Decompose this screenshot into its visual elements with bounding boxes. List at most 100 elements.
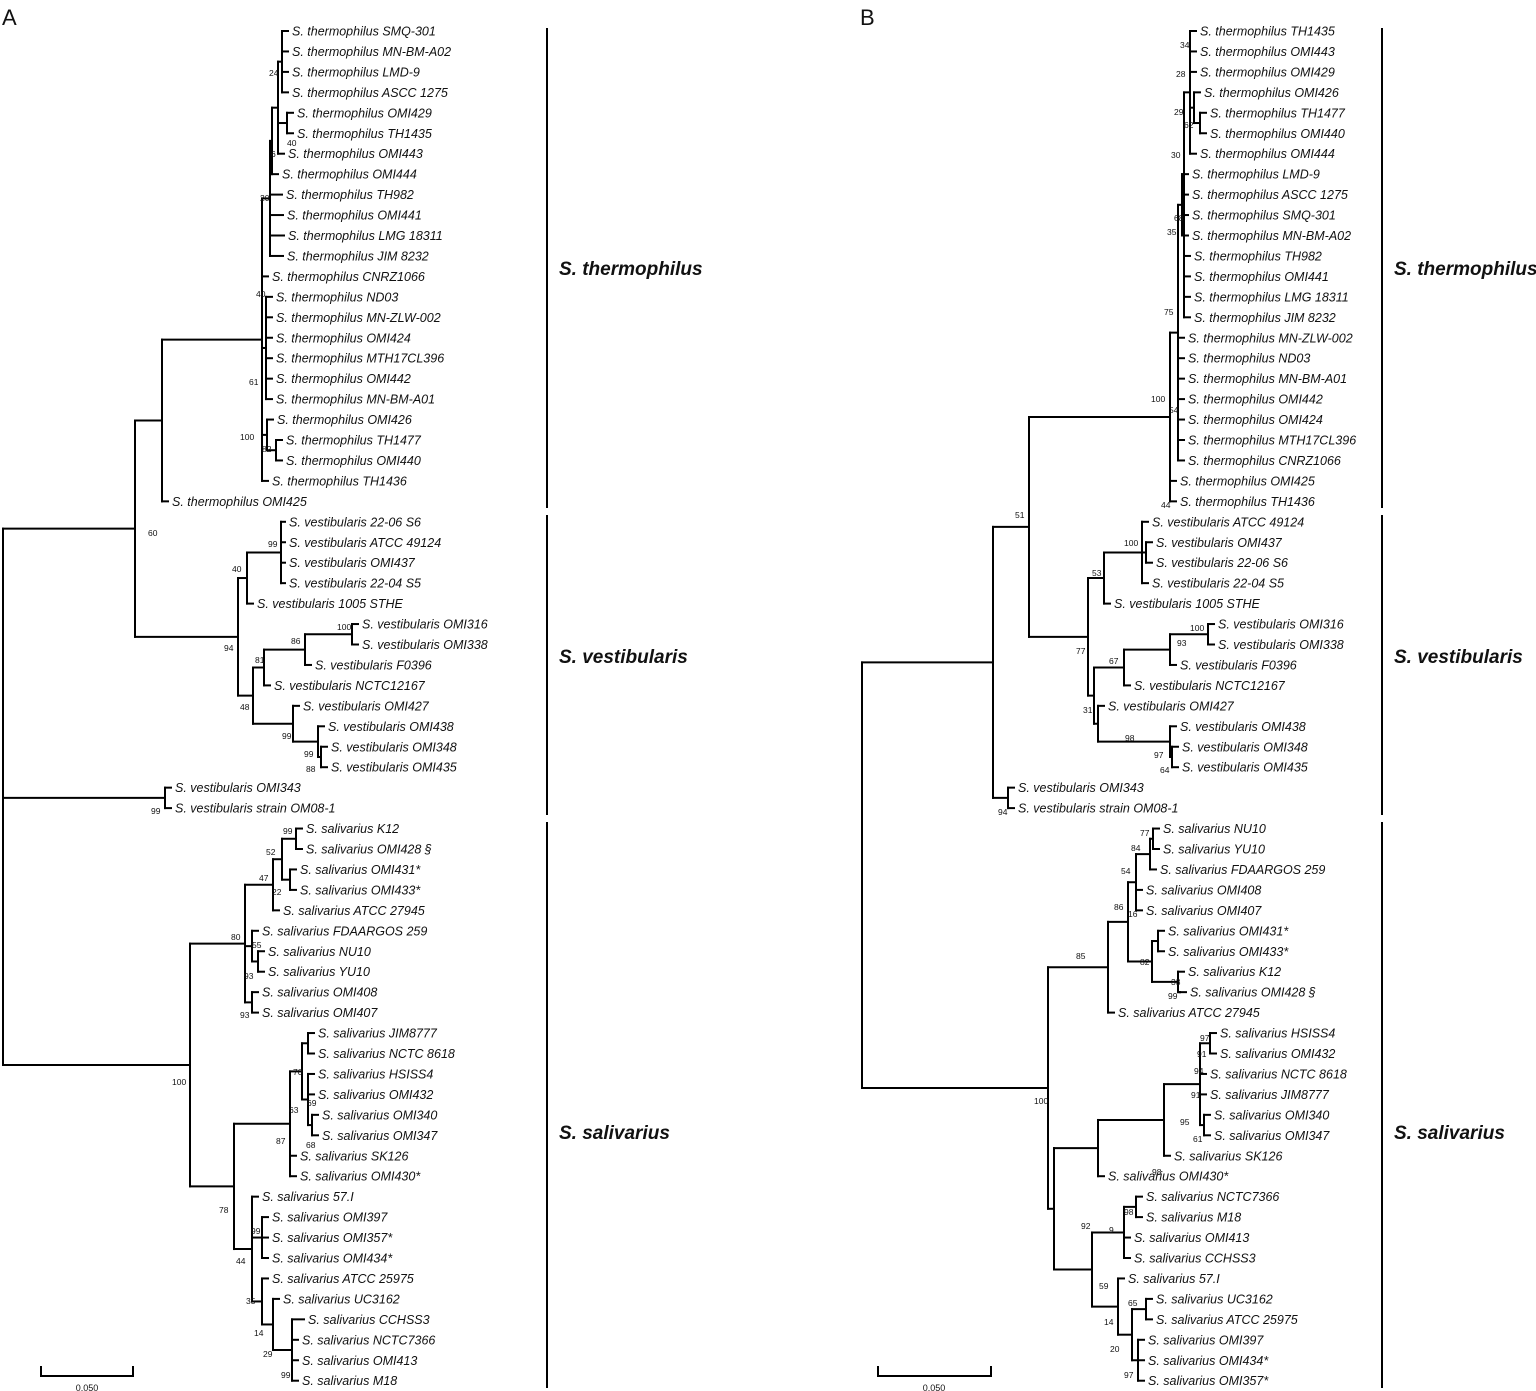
- leaf-label: S. salivarius CCHSS3: [308, 1313, 430, 1327]
- bootstrap-value: 9: [1109, 1225, 1114, 1235]
- leaf-label: S. vestibularis 1005 STHE: [257, 597, 404, 611]
- leaf-label: S. salivarius NCTC7366: [1146, 1190, 1279, 1204]
- leaf-label: S. thermophilus OMI440: [1210, 127, 1345, 141]
- bootstrap-value: 88: [306, 764, 316, 774]
- leaf-label: S. salivarius OMI434*: [1148, 1354, 1269, 1368]
- leaf-label: S. salivarius OMI432: [318, 1088, 433, 1102]
- panel-b-bootstrap-values: 3428296230683575100544451100539310067773…: [998, 40, 1210, 1380]
- leaf-label: S. salivarius K12: [306, 822, 399, 836]
- bootstrap-value: 80: [231, 932, 241, 942]
- leaf-label: S. vestibularis OMI427: [303, 699, 430, 713]
- bootstrap-value: 14: [1104, 1317, 1114, 1327]
- leaf-label: S. thermophilus OMI424: [276, 331, 411, 345]
- bootstrap-value: 98: [1152, 1167, 1162, 1177]
- bootstrap-value: 77: [1140, 828, 1150, 838]
- leaf-label: S. thermophilus TH1435: [1200, 25, 1335, 39]
- bootstrap-value: 65: [1128, 1298, 1138, 1308]
- leaf-label: S. thermophilus OMI429: [297, 106, 432, 120]
- bootstrap-value: 99: [282, 731, 292, 741]
- leaf-label: S. vestibularis OMI338: [1218, 638, 1344, 652]
- bootstrap-value: 84: [1131, 843, 1141, 853]
- leaf-label: S. thermophilus LMG 18311: [1194, 290, 1349, 304]
- leaf-label: S. vestibularis OMI343: [175, 781, 301, 795]
- leaf-label: S. salivarius OMI430*: [300, 1170, 421, 1184]
- bootstrap-value: 81: [255, 655, 265, 665]
- panel-b-scale-bar: 0.050: [877, 1366, 992, 1391]
- leaf-label: S. salivarius YU10: [268, 965, 370, 979]
- leaf-label: S. salivarius OMI397: [272, 1211, 388, 1225]
- panel-a-label: A: [2, 5, 17, 30]
- bootstrap-value: 93: [240, 1010, 250, 1020]
- bootstrap-value: 93: [1177, 638, 1187, 648]
- bootstrap-value: 48: [240, 702, 250, 712]
- leaf-label: S. salivarius M18: [302, 1374, 397, 1388]
- leaf-label: S. vestibularis ATCC 49124: [1152, 515, 1304, 529]
- panel-a-branches: [2, 30, 359, 1382]
- panel-a-clade-annotations: S. thermophilus S. vestibularis S. saliv…: [546, 28, 703, 1388]
- panel-b-branches: [861, 30, 1217, 1382]
- bootstrap-value: 87: [276, 1136, 286, 1146]
- bootstrap-value: 40: [256, 289, 266, 299]
- bootstrap-value: 16: [1128, 909, 1138, 919]
- bootstrap-value: 94: [998, 807, 1008, 817]
- bootstrap-value: 6: [271, 149, 276, 159]
- bootstrap-value: 70: [293, 1067, 303, 1077]
- bootstrap-value: 68: [1174, 213, 1184, 223]
- leaf-label: S. thermophilus TH1436: [1180, 495, 1315, 509]
- leaf-label: S. salivarius OMI357*: [272, 1231, 393, 1245]
- bootstrap-value: 51: [1015, 510, 1025, 520]
- leaf-label: S. salivarius 57.I: [262, 1190, 354, 1204]
- leaf-label: S. salivarius JIM8777: [1210, 1088, 1330, 1102]
- bootstrap-value: 100: [172, 1077, 186, 1087]
- leaf-label: S. salivarius OMI413: [302, 1354, 417, 1368]
- bootstrap-value: 67: [1109, 656, 1119, 666]
- leaf-label: S. vestibularis ATCC 49124: [289, 536, 441, 550]
- bootstrap-value: 75: [1164, 307, 1174, 317]
- leaf-label: S. thermophilus OMI424: [1188, 413, 1323, 427]
- leaf-label: S. vestibularis OMI438: [1180, 720, 1306, 734]
- bootstrap-value: 100: [337, 622, 351, 632]
- leaf-label: S. thermophilus OMI442: [276, 372, 411, 386]
- bootstrap-value: 29: [1174, 107, 1184, 117]
- bootstrap-value: 63: [289, 1105, 299, 1115]
- leaf-label: S. salivarius OMI428 §: [1190, 986, 1316, 1000]
- leaf-label: S. salivarius ATCC 27945: [283, 904, 425, 918]
- leaf-label: S. thermophilus OMI425: [172, 495, 307, 509]
- bootstrap-value: 62: [1184, 120, 1194, 130]
- bootstrap-value: 34: [1180, 40, 1190, 50]
- bootstrap-value: 85: [1076, 951, 1086, 961]
- leaf-label: S. thermophilus MTH17CL396: [276, 352, 444, 366]
- bootstrap-value: 93: [244, 971, 254, 981]
- leaf-label: S. thermophilus LMD-9: [1192, 168, 1320, 182]
- leaf-label: S. salivarius ATCC 25975: [272, 1272, 414, 1286]
- bootstrap-value: 68: [306, 1140, 316, 1150]
- leaf-label: S. thermophilus LMD-9: [292, 65, 420, 79]
- panel-b-clade-annotations: S. thermophilus S. vestibularis S. saliv…: [1381, 28, 1536, 1388]
- leaf-label: S. thermophilus OMI443: [288, 147, 423, 161]
- leaf-label: S. salivarius FDAARGOS 259: [1160, 863, 1325, 877]
- bootstrap-value: 99: [268, 539, 278, 549]
- bootstrap-value: 54: [1169, 405, 1179, 415]
- leaf-label: S. thermophilus JIM 8232: [287, 249, 429, 263]
- bootstrap-value: 52: [266, 847, 276, 857]
- bootstrap-value: 99: [151, 806, 161, 816]
- leaf-label: S. salivarius OMI428 §: [306, 843, 432, 857]
- bootstrap-value: 30: [1171, 150, 1181, 160]
- bootstrap-value: 86: [1114, 902, 1124, 912]
- leaf-label: S. salivarius M18: [1146, 1211, 1241, 1225]
- leaf-label: S. salivarius OMI347: [322, 1129, 438, 1143]
- bootstrap-value: 100: [1124, 538, 1138, 548]
- bootstrap-value: 86: [291, 636, 301, 646]
- leaf-label: S. thermophilus OMI426: [1204, 86, 1339, 100]
- leaf-label: S. vestibularis OMI348: [331, 740, 457, 754]
- bootstrap-value: 35: [1167, 227, 1177, 237]
- bootstrap-value: 98: [1124, 1207, 1134, 1217]
- leaf-label: S. vestibularis OMI348: [1182, 740, 1308, 754]
- leaf-label: S. thermophilus JIM 8232: [1194, 311, 1336, 325]
- bootstrap-value: 99: [281, 1370, 291, 1380]
- leaf-label: S. thermophilus ASCC 1275: [1192, 188, 1348, 202]
- bootstrap-value: 35: [246, 1296, 256, 1306]
- bootstrap-value: 61: [249, 377, 259, 387]
- bootstrap-value: 24: [269, 68, 279, 78]
